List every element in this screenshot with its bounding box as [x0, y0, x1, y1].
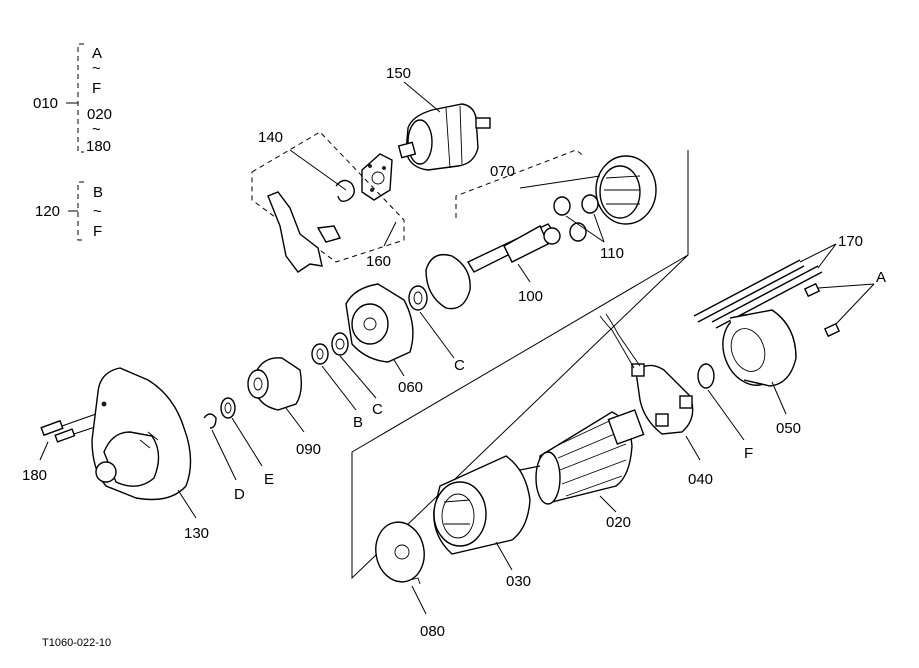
callout-110: 110	[600, 245, 624, 262]
callout-070: 070	[490, 163, 515, 180]
gear-carrier-plate	[425, 253, 471, 310]
group-member-tilde-1: ~	[92, 60, 101, 77]
gear-group-box	[455, 149, 585, 218]
part-020-armature	[519, 409, 645, 505]
group-label-010: 010	[33, 95, 58, 112]
part-060-gear-case	[345, 283, 414, 363]
group-member-F: F	[92, 80, 101, 97]
part-110-planetary-gears	[553, 194, 599, 242]
screws-A	[803, 282, 841, 338]
part-080-rear-cover	[375, 521, 425, 585]
washer-C-lower	[331, 332, 349, 356]
washer-B	[311, 343, 329, 365]
part-100-pinion-shaft	[467, 223, 561, 273]
part-180-bolts	[40, 413, 105, 443]
group-member-020: 020	[87, 106, 112, 123]
callout-E: E	[264, 471, 274, 488]
callout-050: 050	[776, 420, 801, 437]
callout-C-upper: C	[454, 357, 465, 374]
callout-030: 030	[506, 573, 531, 590]
part-090-overrunning-clutch	[247, 357, 303, 411]
part-050-end-frame	[722, 309, 797, 387]
ring-E	[220, 397, 236, 419]
ring-F	[697, 363, 715, 389]
part-140-drive-lever	[267, 179, 355, 273]
part-130-drive-end-housing	[91, 367, 192, 501]
washer-C-upper	[408, 285, 428, 311]
callout-160: 160	[366, 253, 391, 270]
group-legend-010: 010 A ~ F 020 ~ 180	[33, 43, 112, 155]
group-member-tilde-3: ~	[93, 203, 102, 220]
group-legend-120: 120 B ~ F	[35, 181, 103, 241]
callout-100: 100	[518, 288, 543, 305]
callout-170: 170	[838, 233, 863, 250]
callout-180: 180	[22, 467, 47, 484]
callout-150: 150	[386, 65, 411, 82]
part-040-brush-holder	[599, 313, 694, 435]
part-150-magnetic-switch	[397, 103, 491, 171]
group-member-180: 180	[86, 138, 111, 155]
callout-140: 140	[258, 129, 283, 146]
callout-D: D	[234, 486, 245, 503]
group-member-tilde-2: ~	[92, 121, 101, 138]
group-member-A: A	[92, 45, 102, 62]
callout-090: 090	[296, 441, 321, 458]
callout-130: 130	[184, 525, 209, 542]
group-label-120: 120	[35, 203, 60, 220]
callout-040: 040	[688, 471, 713, 488]
callout-B: B	[353, 414, 363, 431]
figure-code: T1060-022-10	[42, 637, 111, 649]
part-030-yoke	[433, 455, 531, 555]
callout-060: 060	[398, 379, 423, 396]
clip-D	[203, 413, 217, 429]
callout-080: 080	[420, 623, 445, 640]
part-070-internal-gear	[595, 155, 657, 225]
callout-020: 020	[606, 514, 631, 531]
group-member-B: B	[93, 184, 103, 201]
callout-C-lower: C	[372, 401, 383, 418]
callout-F: F	[744, 445, 753, 462]
group-member-F-2: F	[93, 223, 102, 240]
part-160-plate	[361, 153, 393, 201]
lever-group-box	[251, 131, 405, 263]
callout-A: A	[876, 269, 886, 286]
